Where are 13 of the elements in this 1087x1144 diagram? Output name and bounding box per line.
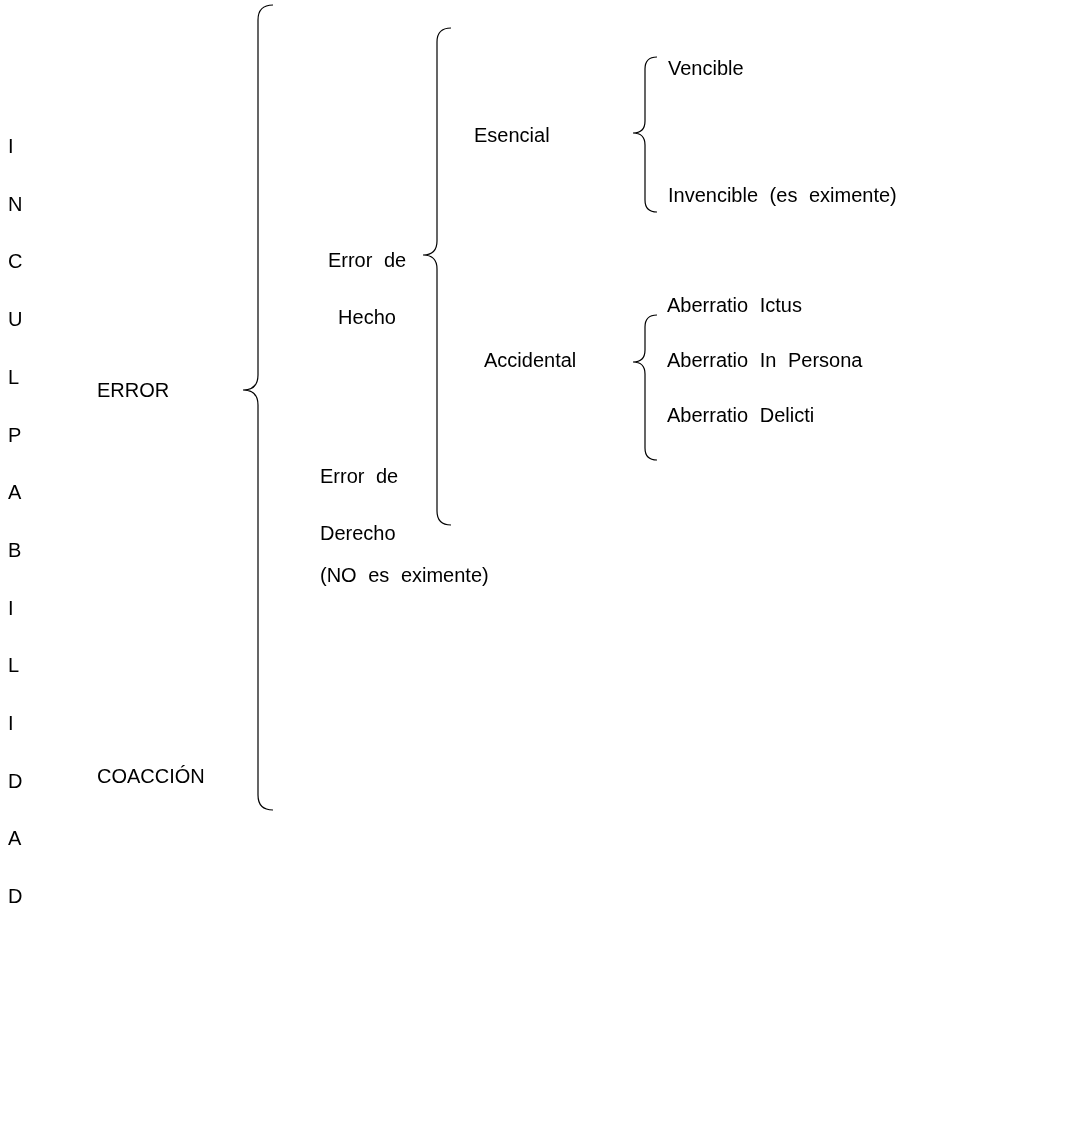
category-label: ERROR — [97, 378, 170, 402]
note-text: (NO es eximente) — [320, 563, 489, 587]
category-label: Error de Derecho — [320, 464, 400, 546]
vertical-heading: I N C U L P A B I L I D A D — [8, 134, 24, 910]
category-label: Esencial — [474, 123, 550, 147]
category-label: COACCIÓN — [97, 764, 205, 788]
category-label: Accidental — [484, 348, 577, 372]
category-label: Aberratio Delicti — [667, 403, 815, 427]
category-label: Error de Hecho — [326, 248, 408, 330]
category-label: Vencible — [668, 56, 744, 80]
category-label: Invencible (es eximente) — [668, 183, 897, 207]
category-label: Aberratio Ictus — [667, 293, 802, 317]
category-label: Aberratio In Persona — [667, 348, 863, 372]
